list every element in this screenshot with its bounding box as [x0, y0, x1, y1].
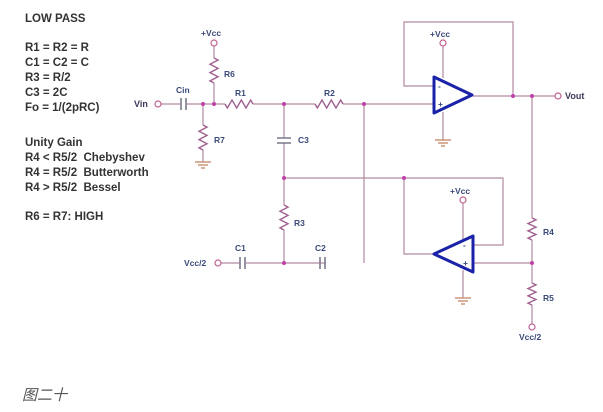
vcc-terminal: [210, 39, 218, 47]
junction-nodes: [201, 94, 534, 265]
capacitor-c1: [239, 257, 246, 269]
vout-label: Vout: [565, 91, 584, 101]
resistor-r3: [278, 204, 290, 231]
resistor-r2: [314, 98, 344, 110]
ground-icon: [195, 161, 211, 169]
r1-label: R1: [235, 88, 246, 98]
wires: [161, 21, 555, 324]
equation: Fo = 1/(2pRC): [25, 102, 100, 114]
response-rule: R4 < R5/2 Chebyshev: [25, 152, 145, 164]
c1-label: C1: [235, 243, 246, 253]
vcc-half-terminal: [214, 259, 222, 267]
vin-label: Vin: [134, 99, 148, 109]
capacitor-c2: [319, 257, 326, 269]
response-rule: R4 = R5/2 Butterworth: [25, 167, 149, 179]
opamp-plus: +: [438, 99, 443, 109]
resistor-r4: [526, 217, 538, 241]
opamp-minus: -: [438, 81, 441, 91]
c3-label: C3: [298, 135, 309, 145]
r4-label: R4: [543, 227, 554, 237]
r2-label: R2: [324, 88, 335, 98]
vcc-half-label: Vcc/2: [519, 332, 541, 342]
notes-title: LOW PASS: [25, 13, 86, 25]
resistor-r1: [224, 98, 254, 110]
ground-icon: [455, 297, 471, 305]
vcc-half-label: Vcc/2: [184, 258, 206, 268]
r3-label: R3: [294, 218, 305, 228]
equation: R3 = R/2: [25, 72, 71, 84]
r6-label: R6: [224, 69, 235, 79]
equation: R1 = R2 = R: [25, 42, 89, 54]
bias-note: R6 = R7: HIGH: [25, 211, 104, 223]
vin-terminal: [154, 100, 162, 108]
vcc-half-terminal: [528, 323, 536, 331]
opamp-plus: +: [463, 258, 468, 268]
gain-title: Unity Gain: [25, 137, 83, 149]
figure-caption: 图二十: [22, 386, 68, 404]
ground-icon: [435, 139, 451, 147]
vout-terminal: [554, 92, 562, 100]
r7-label: R7: [214, 135, 225, 145]
equation: C1 = C2 = C: [25, 57, 89, 69]
vcc-terminal: [439, 39, 447, 47]
capacitor-cin: [180, 98, 187, 110]
resistor-r7: [197, 124, 209, 151]
equation: C3 = 2C: [25, 87, 68, 99]
resistor-r5: [526, 282, 538, 306]
opamp-minus: -: [463, 240, 466, 250]
cin-label: Cin: [176, 85, 190, 95]
vcc-label: +Vcc: [430, 29, 450, 39]
opamp-2: - +: [432, 234, 475, 274]
capacitor-c3: [277, 137, 291, 144]
design-notes: LOW PASS R1 = R2 = R C1 = C2 = C R3 = R/…: [25, 12, 149, 225]
opamp-1: - +: [432, 75, 474, 115]
c2-label: C2: [315, 243, 326, 253]
resistor-r6: [208, 57, 220, 84]
response-rule: R4 > R5/2 Bessel: [25, 182, 121, 194]
vcc-label: +Vcc: [201, 28, 221, 38]
vcc-terminal: [459, 196, 467, 204]
vcc-label: +Vcc: [450, 186, 470, 196]
r5-label: R5: [543, 293, 554, 303]
